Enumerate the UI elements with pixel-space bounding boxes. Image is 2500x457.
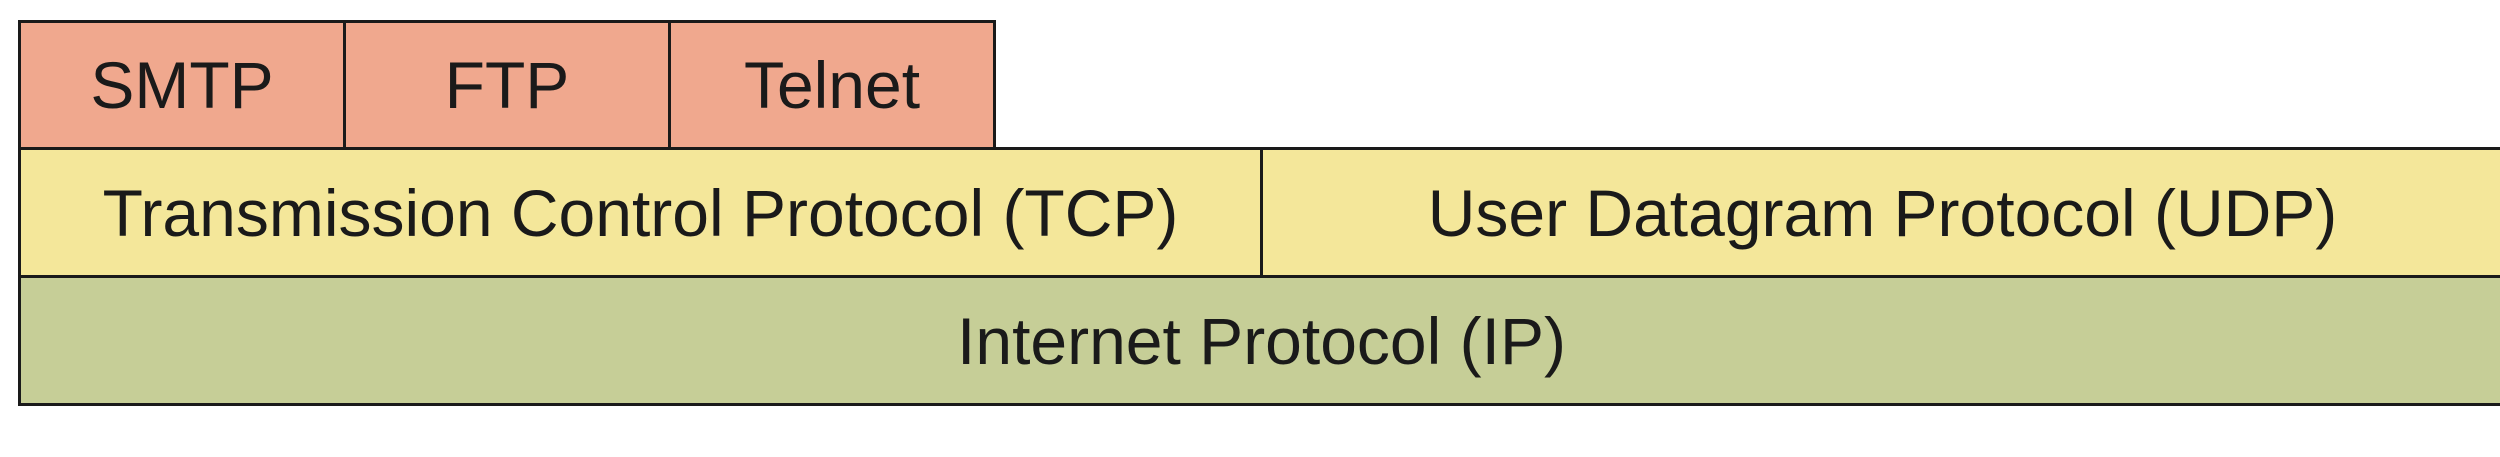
telnet-label: Telnet	[743, 48, 921, 122]
ip-label: Internet Protocol (IP)	[957, 303, 1566, 378]
ftp-label: FTP	[444, 48, 570, 122]
tcp-label: Transmission Control Protocol (TCP)	[102, 175, 1179, 250]
ftp-box: FTP	[343, 20, 671, 150]
telnet-box: Telnet	[668, 20, 996, 150]
smtp-box: SMTP	[18, 20, 346, 150]
udp-box: User Datagram Protocol (UDP)	[1260, 147, 2500, 278]
tcp-box: Transmission Control Protocol (TCP)	[18, 147, 1263, 278]
udp-label: User Datagram Protocol (UDP)	[1427, 175, 2338, 250]
ip-box: Internet Protocol (IP)	[18, 275, 2500, 406]
smtp-label: SMTP	[90, 48, 274, 122]
